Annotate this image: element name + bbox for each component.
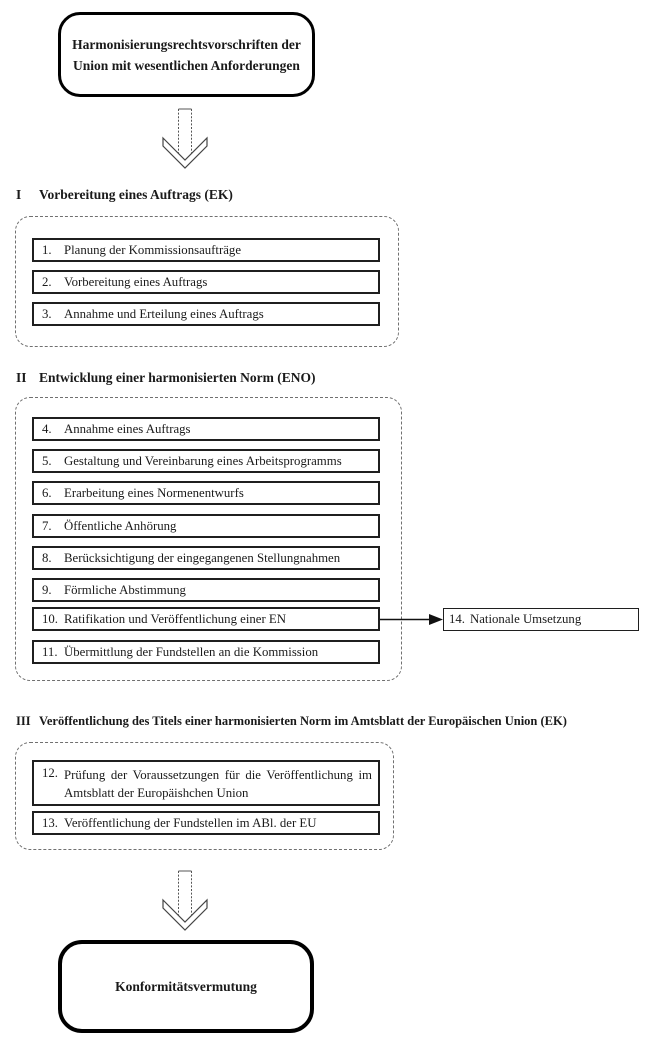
step-number: 4. (42, 421, 52, 436)
section-title: Veröffentlichung des Titels einer harmon… (39, 714, 567, 728)
section-heading-3: III Veröffentlichung des Titels einer ha… (16, 712, 567, 730)
section-title: Vorbereitung eines Auftrags (EK) (39, 187, 233, 202)
phase-container-3 (15, 742, 394, 850)
step-box-12: 12. Prüfung der Voraussetzungen für die … (32, 760, 380, 806)
step-number: 3. (42, 306, 52, 321)
section-title: Entwicklung einer harmonisierten Norm (E… (39, 370, 316, 385)
step-label: Erarbeitung eines Normenentwurfs (64, 485, 244, 500)
start-node-label: Harmonisierungsrechtsvorschriften der Un… (72, 36, 301, 73)
end-node: Konformitätsvermutung (58, 940, 314, 1033)
phase-container-1 (15, 216, 399, 347)
step-label: Planung der Kommissionsaufträge (64, 242, 241, 257)
step-number: 9. (42, 582, 52, 597)
section-numeral: I (16, 187, 22, 202)
step-number: 2. (42, 274, 52, 289)
step-label: Öffentliche Anhörung (64, 518, 177, 533)
step-box-6: 6. Erarbeitung eines Normenentwurfs (32, 481, 380, 505)
step-box-14: 14. Nationale Umsetzung (443, 608, 639, 631)
section-numeral: III (16, 714, 31, 728)
step-box-4: 4. Annahme eines Auftrags (32, 417, 380, 441)
step-label: Gestaltung und Vereinbarung eines Arbeit… (64, 453, 342, 468)
down-arrow-icon (162, 870, 208, 931)
step-box-10: 10. Ratifikation und Veröffentlichung ei… (32, 607, 380, 631)
step-label: Übermittlung der Fundstellen an die Komm… (64, 644, 319, 659)
step-number: 8. (42, 550, 52, 565)
step-box-5: 5. Gestaltung und Vereinbarung eines Arb… (32, 449, 380, 473)
step-label: Annahme eines Auftrags (64, 421, 191, 436)
step-number: 14. (449, 612, 465, 626)
step-number: 5. (42, 453, 52, 468)
end-node-label: Konformitätsvermutung (115, 979, 257, 994)
step-label: Vorbereitung eines Auftrags (64, 274, 208, 289)
step-number: 7. (42, 518, 52, 533)
step-number: 1. (42, 242, 52, 257)
step-box-7: 7. Öffentliche Anhörung (32, 514, 380, 538)
step-label: Annahme und Erteilung eines Auftrags (64, 306, 264, 321)
section-numeral: II (16, 370, 27, 385)
step-number: 6. (42, 485, 52, 500)
start-node: Harmonisierungsrechtsvorschriften der Un… (58, 12, 315, 97)
step-number: 11. (42, 644, 58, 659)
step-box-3: 3. Annahme und Erteilung eines Auftrags (32, 302, 380, 326)
step-box-8: 8. Berücksichtigung der eingegangenen St… (32, 546, 380, 570)
step-label: Prüfung der Voraussetzungen für die Verö… (64, 768, 372, 800)
step-box-2: 2. Vorbereitung eines Auftrags (32, 270, 380, 294)
step-label: Nationale Umsetzung (470, 612, 582, 626)
phase-container-2 (15, 397, 402, 681)
step-label: Berücksichtigung der eingegangenen Stell… (64, 550, 341, 565)
step-box-1: 1. Planung der Kommissionsaufträge (32, 238, 380, 262)
right-arrow-icon (380, 614, 443, 625)
step-label: Veröffentlichung der Fundstellen im ABl.… (64, 815, 317, 830)
step-label: Förmliche Abstimmung (64, 582, 186, 597)
section-heading-1: I Vorbereitung eines Auftrags (EK) (16, 186, 233, 204)
step-box-11: 11. Übermittlung der Fundstellen an die … (32, 640, 380, 664)
section-heading-2: II Entwicklung einer harmonisierten Norm… (16, 369, 316, 387)
step-box-9: 9. Förmliche Abstimmung (32, 578, 380, 602)
step-number: 13. (42, 815, 58, 830)
step-box-13: 13. Veröffentlichung der Fundstellen im … (32, 811, 380, 835)
step-number: 10. (42, 611, 58, 626)
down-arrow-icon (162, 108, 208, 169)
step-label: Ratifikation und Veröffentlichung einer … (64, 611, 286, 626)
step-number: 12. (42, 766, 58, 780)
